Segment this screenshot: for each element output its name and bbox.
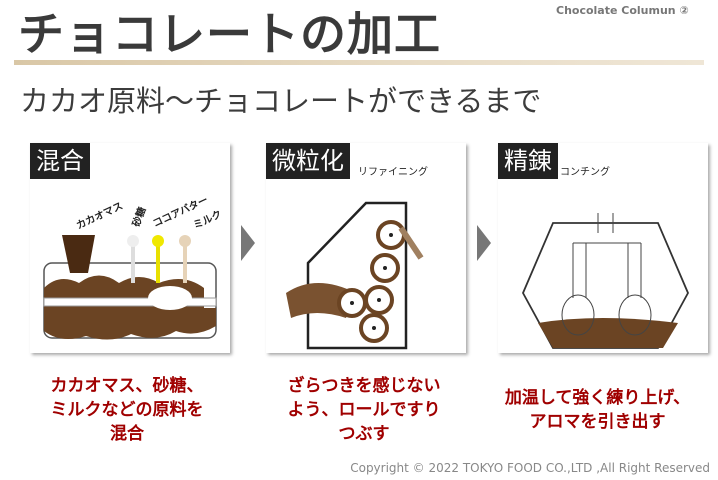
step-panel-refining: 微粒化 リファイニング <box>266 143 466 353</box>
step-caption: ざらつきを感じない よう、ロールですり つぶす <box>258 374 470 446</box>
step-panel-mixing: 混合 カカオマス 砂糖 ココアバター ミルク <box>30 143 230 353</box>
caption-line: 加温して強く練り上げ、 <box>504 388 691 408</box>
step-sublabel: リファイニング <box>358 167 428 178</box>
arrow-right-icon <box>241 225 255 261</box>
caption-line: つぶす <box>338 424 390 444</box>
caption-line: ざらつきを感じない <box>287 376 441 396</box>
page-subtitle: カカオ原料～チョコレートができるまで <box>20 84 542 118</box>
caption-line: ミルクなどの原料を <box>50 400 204 420</box>
page-title: チョコレートの加工 <box>18 7 441 61</box>
step-label: 混合 <box>30 143 90 179</box>
mixer-illustration <box>43 235 217 340</box>
conche-illustration <box>522 213 689 349</box>
roller-mill-illustration <box>286 201 424 350</box>
step-label: 微粒化 <box>266 143 350 179</box>
step-panel-conching: 精錬 コンチング <box>498 143 708 353</box>
step-sublabel: コンチング <box>560 167 610 178</box>
step-caption: 加温して強く練り上げ、 アロマを引き出す <box>480 386 715 434</box>
caption-line: 混合 <box>110 424 144 444</box>
caption-line: カカオマス、砂糖、 <box>50 376 204 396</box>
step-label: 精錬 <box>498 143 558 179</box>
copyright-text: Copyright © 2022 TOKYO FOOD CO.,LTD ,All… <box>350 461 710 475</box>
caption-line: よう、ロールですり <box>287 400 441 420</box>
step-caption: カカオマス、砂糖、 ミルクなどの原料を 混合 <box>22 374 232 446</box>
series-label: Chocolate Columun ② <box>556 4 689 17</box>
arrow-right-icon <box>477 225 491 261</box>
caption-line: アロマを引き出す <box>529 412 666 432</box>
title-underline <box>14 60 704 65</box>
